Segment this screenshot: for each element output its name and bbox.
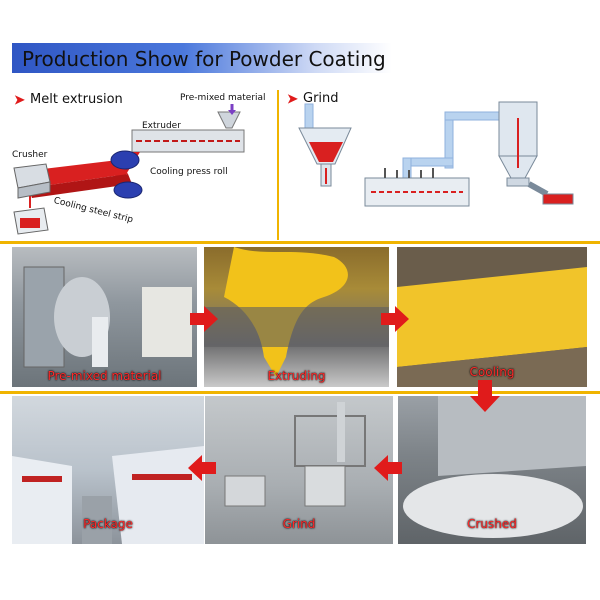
transport-pipe — [304, 103, 506, 181]
photo-cooling-scene — [397, 267, 587, 387]
label-cooling-press: Cooling press roll — [150, 167, 228, 177]
product-tray-icon — [527, 181, 574, 205]
hopper-icon — [217, 104, 241, 129]
caption-package: Package — [83, 517, 133, 531]
photo-premixed-scene — [23, 266, 192, 368]
arrow-right-icon — [190, 306, 218, 332]
cooling-press-roll — [110, 150, 140, 170]
collection-box-icon — [13, 196, 49, 235]
section-divider — [277, 90, 279, 240]
photo-premixed-material: Pre-mixed material — [12, 247, 197, 387]
photo-crushed: Crushed — [398, 396, 586, 544]
section-arrow-icon: ➤ — [14, 92, 25, 107]
arrow-left-icon — [374, 455, 402, 481]
mill-body — [364, 168, 470, 207]
caption-cooling: Cooling — [469, 365, 515, 379]
caption-crushed: Crushed — [467, 517, 517, 531]
row-divider-middle — [0, 391, 600, 394]
arrow-right-icon-2 — [381, 306, 409, 332]
photo-cooling: Cooling — [397, 247, 587, 387]
melt-extrusion-diagram — [13, 104, 245, 235]
label-extruder: Extruder — [142, 121, 181, 131]
grind-section-title: Grind — [303, 91, 339, 106]
label-premixed: Pre-mixed material — [180, 93, 266, 103]
melt-section-title: Melt extrusion — [30, 92, 123, 107]
photo-extruding-scene — [204, 247, 389, 377]
photo-package: Package — [12, 396, 204, 544]
caption-premixed: Pre-mixed material — [47, 369, 162, 383]
grind-arrow-icon: ➤ — [287, 91, 298, 106]
arrow-down-icon — [470, 380, 500, 412]
feed-hopper-icon — [298, 127, 352, 187]
row-divider-top — [0, 241, 600, 244]
extruder-barrel — [131, 129, 245, 153]
caption-grind: Grind — [282, 517, 316, 531]
photo-crushed-scene — [403, 396, 586, 538]
grind-diagram — [298, 101, 574, 207]
crusher-icon — [13, 163, 51, 199]
cyclone-separator-icon — [498, 101, 538, 187]
label-crusher: Crusher — [12, 150, 48, 160]
photo-grind-scene — [224, 402, 366, 507]
page-title: Production Show for Powder Coating — [22, 47, 386, 71]
photo-grind: Grind — [205, 396, 393, 544]
photo-package-scene — [12, 446, 204, 544]
photo-extruding: Extruding — [204, 247, 389, 387]
header-banner — [12, 43, 392, 73]
strip-roll — [113, 181, 143, 199]
arrow-left-icon-2 — [188, 455, 216, 481]
caption-extruding: Extruding — [267, 369, 326, 383]
